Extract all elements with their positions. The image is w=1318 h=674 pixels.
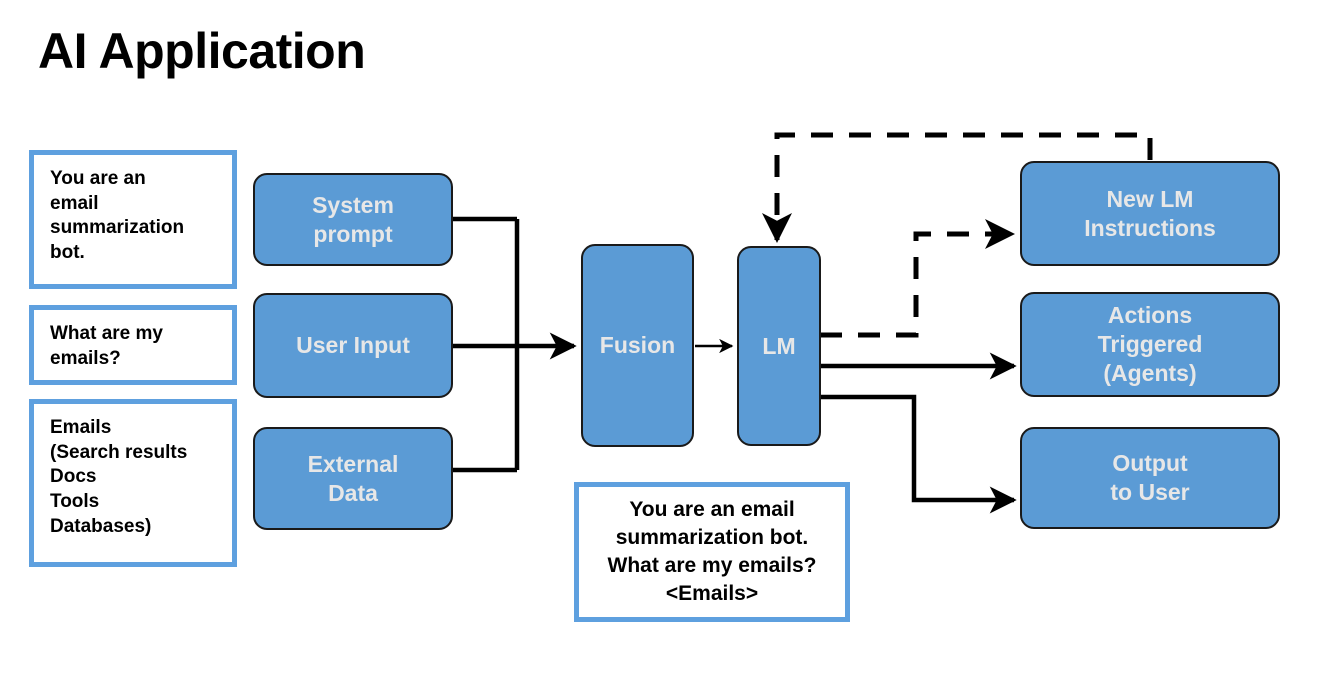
node-system-prompt[interactable]: System prompt [253, 173, 453, 266]
note-system-prompt: You are an email summarization bot. [29, 150, 237, 289]
node-system-prompt-label: System prompt [312, 191, 394, 247]
node-user-input-label: User Input [296, 332, 410, 359]
note-fused-prompt: You are an email summarization bot. What… [574, 482, 850, 622]
page-title: AI Application [38, 23, 366, 79]
node-actions-triggered-label: Actions Triggered (Agents) [1097, 302, 1203, 386]
node-external-data-label: External Data [307, 450, 399, 506]
node-fusion-label: Fusion [599, 332, 676, 359]
note-fused-prompt-text: You are an email summarization bot. What… [607, 498, 817, 605]
node-external-data[interactable]: External Data [253, 427, 453, 530]
node-new-lm-instructions-label: New LM Instructions [1084, 185, 1216, 241]
note-user-input-text: What are my emails? [50, 323, 163, 369]
node-output-to-user[interactable]: Output to User [1020, 427, 1280, 529]
node-actions-triggered[interactable]: Actions Triggered (Agents) [1020, 292, 1280, 397]
note-external-data-text: Emails (Search results Docs Tools Databa… [50, 417, 188, 537]
note-user-input: What are my emails? [29, 305, 237, 385]
node-fusion[interactable]: Fusion [581, 244, 694, 447]
note-external-data: Emails (Search results Docs Tools Databa… [29, 399, 237, 567]
node-user-input[interactable]: User Input [253, 293, 453, 398]
edge-inputs-to-fusion [453, 216, 577, 473]
node-lm[interactable]: LM [737, 246, 821, 446]
node-output-to-user-label: Output to User [1110, 450, 1190, 505]
note-system-prompt-text: You are an email summarization bot. [50, 168, 185, 264]
edge-lm-to-new-instructions-dashed [820, 219, 1015, 338]
node-new-lm-instructions[interactable]: New LM Instructions [1020, 161, 1280, 266]
node-lm-label: LM [762, 332, 796, 359]
